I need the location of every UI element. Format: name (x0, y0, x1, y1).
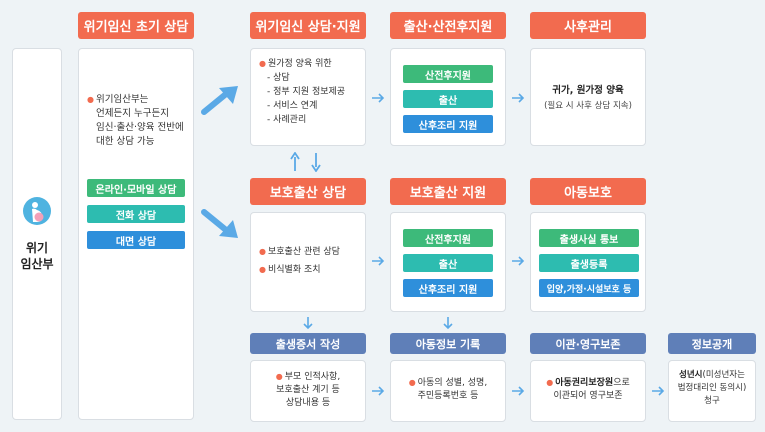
panel-label-2: 임산부 (20, 257, 54, 271)
bullet-icon: ● (408, 378, 416, 387)
phone-consult-pill: 전화 상담 (87, 205, 185, 223)
arrow-right-icon (372, 256, 385, 266)
transfer-box: ●아동권리보장원으로 이관되어 영구보존 (530, 360, 646, 422)
crisis-support-header: 위기임신 상담·지원 (250, 12, 366, 39)
arrow-right-icon (372, 93, 385, 103)
support-item-1: - 정부 지원 정보제공 (267, 87, 346, 97)
disclosure-header: 정보공개 (668, 333, 756, 354)
transfer-line2: 이관되어 영구보존 (553, 391, 623, 401)
pregnant-woman-panel: 위기 임산부 (12, 48, 62, 420)
pregnant-woman-icon (23, 197, 51, 225)
protected-consult-header: 보호출산 상담 (250, 178, 366, 205)
initial-desc-1: 언제든지 누구든지 (96, 108, 169, 119)
arrow-right-icon (512, 93, 525, 103)
disclosure-line3: 청구 (704, 396, 720, 406)
arrow-right-icon (512, 386, 525, 396)
delivery-pill-2: 출산 (403, 254, 493, 272)
birth-cert-line2: 상담내용 등 (285, 398, 331, 408)
prenatal-pill-2: 산전후지원 (403, 229, 493, 247)
aftercare-header: 사후관리 (530, 12, 646, 39)
child-protection-header: 아동보호 (530, 178, 646, 205)
crisis-support-box: ●원가정 양육 위한 - 상담 - 정부 지원 정보제공 - 서비스 연계 - … (250, 48, 366, 146)
arrow-up-right-icon (201, 86, 238, 115)
bullet-icon: ● (259, 247, 266, 256)
adoption-pill: 입양,가정·시설보호 등 (539, 279, 639, 297)
aftercare-line1: 귀가, 원가정 양육 (552, 85, 624, 96)
child-record-line1: 주민등록번호 등 (417, 391, 479, 401)
birth-support-header: 출산·산전후지원 (390, 12, 506, 39)
protected-item-0: 보호출산 관련 상담 (267, 247, 340, 257)
aftercare-box: 귀가, 원가정 양육 (필요 시 사후 상담 지속) (530, 48, 646, 146)
prenatal-pill: 산전후지원 (403, 65, 493, 83)
disclosure-box: 성년시(미성년자는 법정대리인 동의시) 청구 (668, 360, 756, 422)
bullet-icon: ● (546, 378, 554, 387)
arrow-right-icon (652, 386, 665, 396)
transfer-rest: 으로 (613, 378, 630, 388)
protected-support-box: 산전후지원 출산 산후조리 지원 (390, 212, 506, 312)
birth-cert-header: 출생증서 작성 (250, 333, 366, 354)
protected-support-header: 보호출산 지원 (390, 178, 506, 205)
delivery-pill: 출산 (403, 90, 493, 108)
initial-desc-0: 위기임산부는 (95, 94, 149, 105)
protected-consult-box: ●보호출산 관련 상담 ●비식별화 조치 (250, 212, 366, 312)
initial-desc-3: 대한 상담 가능 (96, 136, 155, 147)
transfer-bold: 아동권리보장원 (555, 378, 614, 388)
support-item-2: - 서비스 연계 (267, 101, 318, 111)
initial-consult-box: ●위기임산부는 언제든지 누구든지 임신·출산·양육 전반에 대한 상담 가능 … (78, 48, 194, 420)
bullet-icon: ● (259, 59, 266, 68)
disclosure-bold: 성년시 (679, 370, 703, 380)
bullet-icon: ● (259, 265, 266, 274)
initial-desc-2: 임신·출산·양육 전반에 (96, 122, 184, 133)
postpartum-pill: 산후조리 지원 (403, 115, 493, 133)
support-item-0: - 상담 (267, 73, 290, 83)
transfer-header: 이관·영구보존 (530, 333, 646, 354)
child-record-header: 아동정보 기록 (390, 333, 506, 354)
birth-cert-line1: 보호출산 계기 등 (276, 385, 340, 395)
arrow-up-icon (290, 152, 300, 171)
arrow-right-icon (372, 386, 385, 396)
disclosure-rest: (미성년자는 (702, 370, 745, 380)
aftercare-line2: (필요 시 사후 상담 지속) (544, 101, 632, 111)
arrow-down-right-icon (201, 209, 238, 238)
child-record-box: ●아동의 성별, 성명, 주민등록번호 등 (390, 360, 506, 422)
online-consult-pill: 온라인·모바일 상담 (87, 179, 185, 197)
bullet-icon: ● (87, 95, 94, 104)
initial-consult-header: 위기임신 초기 상담 (78, 12, 194, 39)
protected-item-1: 비식별화 조치 (267, 265, 321, 275)
birth-notice-pill: 출생사실 통보 (539, 229, 639, 247)
child-protection-box: 출생사실 통보 출생등록 입양,가정·시설보호 등 (530, 212, 646, 312)
postpartum-pill-2: 산후조리 지원 (403, 279, 493, 297)
support-bullet: 원가정 양육 위한 (267, 59, 332, 69)
birth-cert-box: ●부모 인적사항, 보호출산 계기 등 상담내용 등 (250, 360, 366, 422)
panel-label-1: 위기 (25, 241, 49, 255)
birth-support-box: 산전후지원 출산 산후조리 지원 (390, 48, 506, 146)
birth-cert-line0: 부모 인적사항, (284, 372, 341, 382)
birth-register-pill: 출생등록 (539, 254, 639, 272)
child-record-line0: 아동의 성별, 성명, (417, 378, 488, 388)
arrow-right-icon (512, 256, 525, 266)
bullet-icon: ● (275, 372, 283, 381)
support-item-3: - 사례관리 (267, 115, 307, 125)
arrow-down-icon (443, 317, 453, 330)
disclosure-line2: 법정대리인 동의시) (677, 383, 747, 393)
face-consult-pill: 대면 상담 (87, 231, 185, 249)
arrow-down-icon (311, 153, 321, 172)
arrow-down-icon (303, 317, 313, 330)
